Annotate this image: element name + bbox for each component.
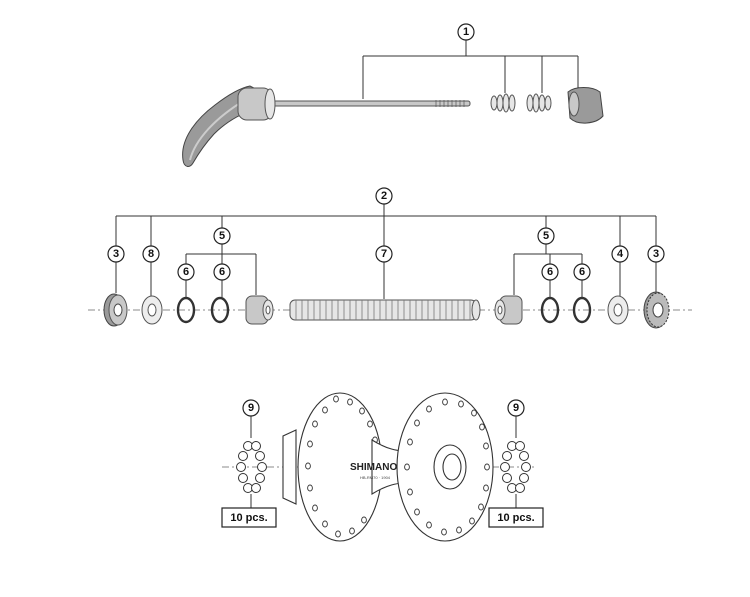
svg-text:9: 9 bbox=[248, 402, 254, 414]
callout-9-left: 9 bbox=[242, 399, 260, 417]
hub-flange-left bbox=[282, 392, 383, 542]
svg-text:7: 7 bbox=[381, 248, 387, 260]
spoke-holes-left bbox=[305, 395, 378, 538]
svg-text:10 pcs.: 10 pcs. bbox=[497, 512, 534, 524]
callout-9-right: 9 bbox=[507, 399, 525, 417]
svg-text:1: 1 bbox=[463, 26, 469, 38]
seal-ring-left-2 bbox=[210, 296, 230, 324]
hub-brand-text: SHIMANO bbox=[350, 462, 397, 473]
callout-8: 8 bbox=[142, 245, 160, 263]
hub-model-text: HB-RM70 · 1904 bbox=[360, 475, 391, 480]
hub-axle bbox=[289, 299, 481, 321]
washer-right bbox=[607, 295, 629, 325]
svg-text:5: 5 bbox=[543, 230, 549, 242]
lock-nut-right bbox=[643, 291, 670, 329]
seal-ring-right-2 bbox=[572, 296, 592, 324]
ball-bearings-left bbox=[236, 441, 267, 493]
axle-assembly: 2 3 8 5 6 6 7 5 bbox=[88, 187, 692, 329]
callout-2-leaders bbox=[115, 204, 657, 299]
skewer-thread bbox=[435, 100, 465, 107]
callout-5-left: 5 bbox=[213, 227, 231, 245]
svg-text:6: 6 bbox=[547, 266, 553, 278]
spring-right bbox=[526, 93, 552, 113]
callout-9-leaders bbox=[250, 416, 517, 508]
quick-release-assembly: 1 bbox=[182, 23, 604, 167]
callout-7: 7 bbox=[375, 245, 393, 263]
seal-ring-right-1 bbox=[540, 296, 560, 324]
cone-right bbox=[494, 295, 523, 325]
hub-shell-section: SHIMANO HB-RM70 · 1904 bbox=[221, 392, 544, 542]
callout-1-leaders bbox=[362, 40, 579, 99]
svg-text:4: 4 bbox=[617, 248, 624, 260]
callout-6-right-1: 6 bbox=[541, 263, 559, 281]
svg-text:6: 6 bbox=[219, 266, 225, 278]
svg-text:8: 8 bbox=[148, 248, 154, 260]
callout-6-left-1: 6 bbox=[177, 263, 195, 281]
callout-6-right-2: 6 bbox=[573, 263, 591, 281]
ball-bearings-right bbox=[500, 441, 531, 493]
svg-text:9: 9 bbox=[513, 402, 519, 414]
quantity-label-right: 10 pcs. bbox=[488, 507, 544, 528]
svg-text:10 pcs.: 10 pcs. bbox=[230, 512, 267, 524]
washer-left bbox=[141, 295, 163, 325]
callout-3-right: 3 bbox=[647, 245, 665, 263]
svg-text:2: 2 bbox=[381, 190, 387, 202]
hub-flange-right bbox=[396, 392, 494, 542]
svg-text:6: 6 bbox=[579, 266, 585, 278]
callout-3-left: 3 bbox=[107, 245, 125, 263]
svg-text:3: 3 bbox=[653, 248, 659, 260]
svg-text:5: 5 bbox=[219, 230, 225, 242]
spoke-holes-right bbox=[404, 398, 490, 536]
cone-left bbox=[245, 295, 274, 325]
lock-nut-left bbox=[103, 293, 128, 327]
svg-text:6: 6 bbox=[183, 266, 189, 278]
callout-2: 2 bbox=[375, 187, 393, 205]
svg-text:3: 3 bbox=[113, 248, 119, 260]
callout-5-right: 5 bbox=[537, 227, 555, 245]
callout-6-left-2: 6 bbox=[213, 263, 231, 281]
quantity-label-left: 10 pcs. bbox=[221, 507, 277, 528]
callout-1: 1 bbox=[457, 23, 475, 41]
callout-4: 4 bbox=[611, 245, 629, 263]
seal-ring-left-1 bbox=[176, 296, 196, 324]
spring-left bbox=[490, 93, 516, 113]
